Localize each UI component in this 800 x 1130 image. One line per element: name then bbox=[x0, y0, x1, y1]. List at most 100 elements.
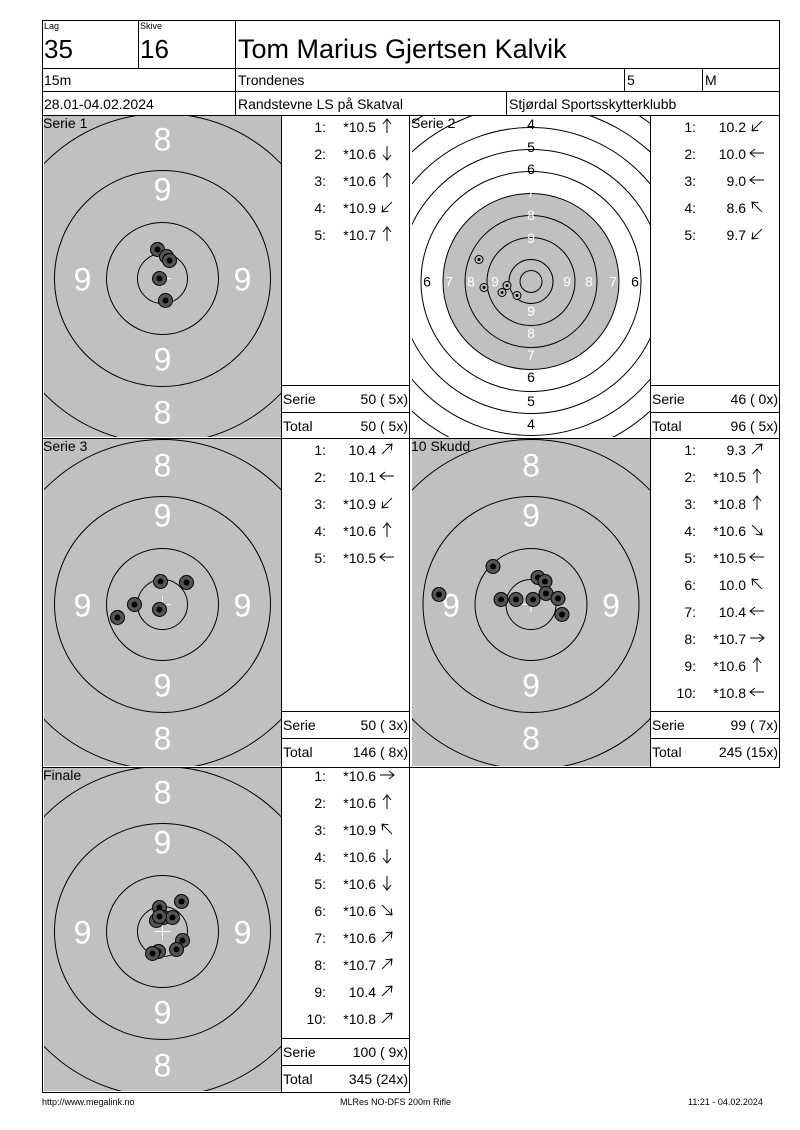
shot-score: *10.7 bbox=[343, 227, 376, 243]
down-right-arrow-icon bbox=[751, 524, 763, 536]
shot-hole bbox=[431, 587, 447, 602]
ring-label-top: 8 bbox=[154, 122, 172, 158]
shot-score: *10.6 bbox=[343, 795, 376, 811]
shot-number: 2: bbox=[684, 469, 696, 485]
series-sum-label: Serie bbox=[652, 391, 685, 407]
club-local: Trondenes bbox=[238, 72, 305, 88]
shot-row: 9:10.4 bbox=[281, 982, 410, 1002]
ring-label-top: 9 bbox=[527, 230, 535, 246]
shot-score: *10.9 bbox=[343, 200, 376, 216]
panel-label: Finale bbox=[43, 767, 82, 783]
shot-number: 5: bbox=[314, 550, 326, 566]
shot-row: 10:*10.8 bbox=[281, 1009, 410, 1029]
target-ring bbox=[422, 496, 640, 713]
shot-row: 1:10.4 bbox=[281, 440, 410, 460]
shot-row: 5:9.7 bbox=[650, 225, 780, 245]
up-right-arrow-icon bbox=[381, 443, 393, 455]
shot-row: 1:9.3 bbox=[650, 440, 780, 460]
shot-number: 3: bbox=[684, 173, 696, 189]
shot-hole bbox=[554, 607, 570, 622]
shot-row: 5:*10.6 bbox=[281, 874, 410, 894]
ring-label-lower: 9 bbox=[154, 995, 172, 1031]
left-arrow-icon bbox=[749, 687, 764, 697]
ring-label-upper: 9 bbox=[154, 172, 172, 208]
up-arrow-icon bbox=[382, 522, 392, 537]
shot-row: 6:10.0 bbox=[650, 575, 780, 595]
shot-hole bbox=[158, 293, 173, 308]
ring-label-right: 9 bbox=[234, 915, 252, 951]
total-sum-label: Total bbox=[283, 1071, 313, 1087]
shot-number: 7: bbox=[684, 604, 696, 620]
target-ring bbox=[412, 439, 650, 766]
shot-hole bbox=[152, 909, 167, 924]
event-name: Randstevne LS på Skatval bbox=[238, 96, 403, 112]
shot-number: 10: bbox=[306, 1011, 326, 1027]
organizer: Stjørdal Sportsskytterklubb bbox=[509, 96, 677, 112]
right-arrow-icon bbox=[750, 633, 765, 643]
shot-hole bbox=[179, 575, 194, 590]
ring-label-top: 8 bbox=[154, 775, 172, 811]
ring-label-upper: 9 bbox=[522, 498, 540, 534]
shot-score: 9.7 bbox=[726, 227, 746, 243]
left-arrow-icon bbox=[749, 606, 764, 616]
shot-row: 3:9.0 bbox=[650, 171, 780, 191]
target-ring bbox=[420, 171, 642, 392]
shot-row: 8:*10.7 bbox=[650, 629, 780, 649]
up-arrow-icon bbox=[382, 794, 392, 809]
panel-label: Serie 3 bbox=[43, 438, 88, 454]
shot-hole bbox=[485, 559, 501, 574]
down-left-arrow-icon bbox=[381, 201, 393, 213]
shot-row: 3:*10.9 bbox=[281, 494, 410, 514]
shot-number: 2: bbox=[314, 469, 326, 485]
shot-score: *10.6 bbox=[713, 658, 746, 674]
up-right-arrow-icon bbox=[381, 958, 393, 970]
up-right-arrow-icon bbox=[751, 443, 763, 455]
shot-hole bbox=[497, 288, 507, 297]
ring-label-bottom: 8 bbox=[154, 395, 172, 431]
ring-label-bottom: 8 bbox=[527, 325, 535, 341]
shot-hole bbox=[152, 271, 167, 286]
shot-hole bbox=[508, 592, 524, 607]
ring-label-top: 5 bbox=[527, 139, 535, 155]
shot-number: 9: bbox=[684, 658, 696, 674]
ring-label-right: 8 bbox=[585, 274, 593, 290]
shooter-name: Tom Marius Gjertsen Kalvik bbox=[238, 34, 567, 64]
shot-hole bbox=[169, 942, 184, 957]
shot-number: 3: bbox=[684, 496, 696, 512]
ring-label-bottom: 9 bbox=[527, 303, 535, 319]
total-sum-value: 345 (24x) bbox=[348, 1071, 408, 1087]
down-left-arrow-icon bbox=[751, 120, 763, 132]
series-sum-value: 50 ( 3x) bbox=[360, 717, 408, 733]
shot-row: 4:8.6 bbox=[650, 198, 780, 218]
total-sum-value: 50 ( 5x) bbox=[360, 418, 408, 434]
shot-score: *10.9 bbox=[343, 496, 376, 512]
shot-number: 3: bbox=[314, 822, 326, 838]
up-arrow-icon bbox=[382, 118, 392, 133]
ring-label-top: 8 bbox=[154, 448, 172, 484]
shot-number: 6: bbox=[314, 903, 326, 919]
right-arrow-icon bbox=[380, 770, 395, 780]
ring-label-bottom: 7 bbox=[527, 347, 535, 363]
shot-number: 1: bbox=[314, 119, 326, 135]
series-sum-label: Serie bbox=[283, 1044, 316, 1060]
panel-label: Serie 2 bbox=[411, 115, 456, 131]
ring-label-left: 9 bbox=[74, 915, 92, 951]
ring-label-left: 7 bbox=[445, 274, 453, 290]
shot-row: 4:*10.6 bbox=[281, 521, 410, 541]
shot-score: *10.8 bbox=[713, 496, 746, 512]
lag-number: 35 bbox=[44, 34, 73, 64]
shot-score: 10.4 bbox=[348, 442, 376, 458]
up-right-arrow-icon bbox=[381, 985, 393, 997]
shot-number: 2: bbox=[314, 795, 326, 811]
target-ring bbox=[106, 548, 219, 661]
class-number: 5 bbox=[627, 72, 635, 88]
ring-label-top: 7 bbox=[527, 184, 535, 200]
up-arrow-icon bbox=[382, 226, 392, 241]
shot-hole bbox=[502, 281, 512, 290]
